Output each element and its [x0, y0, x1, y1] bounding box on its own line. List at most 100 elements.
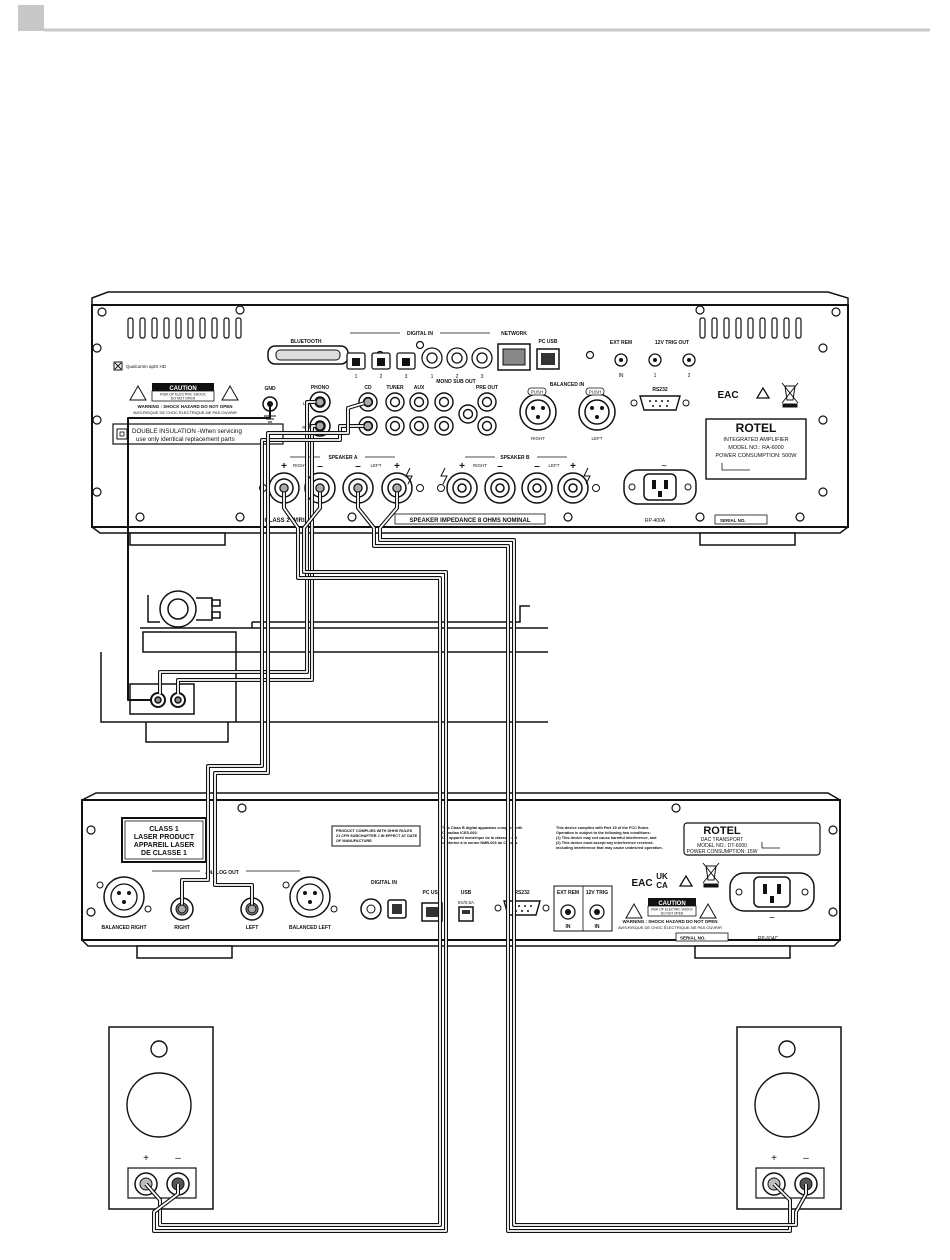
coax-in-num-2: 2: [456, 374, 459, 380]
spk-a-right-minus-sign: –: [317, 461, 323, 472]
rs232-label: RS232: [652, 387, 668, 393]
turntable: [100, 590, 548, 743]
spk-b-right-plus-sign: +: [459, 461, 465, 472]
plug-caps: [177, 397, 402, 914]
balanced-in-group: BALANCED IN PUSH PUSH RIGHT LEFT: [519, 382, 616, 441]
weee-bin-icon: [781, 382, 799, 408]
digital-in-num-3: 3: [405, 374, 408, 380]
double-insulation-line1: DOUBLE INSULATION -When servicing: [132, 428, 242, 435]
pc-usb-label: PC USB: [539, 339, 558, 345]
speaker-a-label: SPEAKER A: [329, 455, 358, 461]
amp-caution-label: CAUTION RISK OF ELECTRIC SHOCK DO NOT OP…: [129, 383, 239, 415]
network-port[interactable]: NETWORK: [497, 331, 531, 371]
transport-caution-title: CAUTION: [658, 901, 685, 907]
balanced-left-label: LEFT: [591, 436, 602, 441]
amp-power-inlet[interactable]: ~: [623, 461, 697, 505]
push-label-left: PUSH: [589, 390, 602, 395]
amp-caution-title: CAUTION: [169, 386, 196, 392]
laser-class-label: CLASS 1 LASER PRODUCT APPAREIL LASER DE …: [121, 817, 207, 863]
trig-num-2: 2: [688, 373, 691, 379]
phono-r-label: R: [302, 425, 306, 430]
amplifier-rear-panel: BLUETOOTH DIGITAL IN 1 2 3 1 2 3: [91, 291, 849, 546]
transport-pc-usb-label: PC USB: [423, 890, 442, 896]
transport-usb-a[interactable]: USB 5V/0.5A: [458, 890, 474, 922]
amp-model-code: RP-400A: [645, 518, 666, 524]
transport-weee-bin-icon: [702, 862, 720, 888]
transport-balanced-right-label: BALANCED RIGHT: [102, 925, 147, 931]
left-speaker-tweeter: [150, 1040, 168, 1058]
transport-usb-power: 5V/0.5A: [458, 900, 474, 905]
fcc-line5: including interference that may cause un…: [556, 846, 663, 850]
transport-power-inlet[interactable]: ~: [729, 872, 815, 924]
transport-usb-label: USB: [461, 890, 472, 896]
cd-cable-right: [180, 424, 368, 909]
ext-rem-in-label: IN: [619, 373, 624, 379]
ground-wire: [127, 404, 271, 701]
phono-label: PHONO: [311, 385, 329, 391]
right-speaker-minus-label: –: [803, 1153, 809, 1164]
ices-notice: This Class B digital apparatus complies …: [442, 826, 523, 845]
laser-line3: APPAREIL LASER: [134, 842, 194, 849]
bluetooth-label: BLUETOOTH: [290, 339, 321, 345]
transport-trig-in: IN: [595, 924, 600, 930]
fcc-line2: Operation is subject to the following tw…: [556, 831, 651, 835]
ukca-mark-bottom: CA: [656, 881, 668, 890]
transport-rear-panel: CLASS 1 LASER PRODUCT APPAREIL LASER DE …: [81, 792, 841, 959]
transport-label-line2: MODEL NO.: DT-6000: [697, 843, 747, 849]
fcc-line3: (1) This device may not cause harmful in…: [556, 836, 657, 840]
phono-l-label: L: [303, 401, 306, 406]
transport-ext-rem-in: IN: [566, 924, 571, 930]
ce-triangle-icon: [755, 386, 771, 399]
digital-in-group: DIGITAL IN 1 2 3 1 2 3: [346, 331, 493, 380]
coax-in-num-1: 1: [431, 374, 434, 380]
trig-out-label: 12V TRIG OUT: [655, 340, 689, 346]
analog-out-right-label: RIGHT: [174, 925, 190, 931]
transport-balanced-right-xlr[interactable]: [96, 876, 152, 918]
transport-ext-rem-label: EXT REM: [557, 890, 579, 896]
dhhs-line1: PRODUCT COMPLIES WITH DHHS RULES: [336, 829, 413, 833]
eac-mark: EAC: [717, 390, 738, 401]
spk-a-left-minus-sign: –: [355, 461, 361, 472]
transport-caution-line2: DO NOT OPEN: [661, 912, 684, 916]
amp-cert-marks: EAC: [717, 382, 799, 408]
pc-usb-port[interactable]: PC USB: [536, 339, 560, 370]
gnd-label: GND: [264, 386, 276, 392]
amp-label-line1: INTEGRATED AMPLIFIER: [723, 437, 788, 443]
amp-ac-symbol: ~: [661, 461, 667, 472]
transport-product-label: ROTEL DAC TRANSPORT MODEL NO.: DT-6000 P…: [683, 822, 821, 856]
amp-vents-right: [699, 317, 802, 339]
amp-label-line3: POWER CONSUMPTION: 500W: [716, 453, 798, 459]
phono-cable-right: [176, 424, 320, 694]
qualcomm-badge: Qualcomm aptX HD: [113, 361, 167, 371]
push-label-right: PUSH: [531, 390, 544, 395]
laser-line1: CLASS 1: [149, 826, 179, 833]
amp-caution-warning: WARNING : SHOCK HAZARD DO NOT OPEN: [138, 404, 233, 409]
balanced-in-label: BALANCED IN: [550, 382, 585, 388]
ext-rem-label: EXT REM: [610, 340, 632, 346]
right-speaker-plus-label: +: [771, 1153, 777, 1164]
cables: [127, 400, 808, 1233]
transport-balanced-left-xlr[interactable]: [282, 876, 338, 918]
right-speaker-tweeter: [778, 1040, 796, 1058]
tuner-label: TUNER: [386, 385, 404, 391]
dhhs-line2: 21 CFR SUBCHAPTER J IN EFFECT AT DATE: [336, 834, 418, 838]
ukca-mark-top: UK: [656, 872, 668, 881]
fcc-notice: This device complies with Part 15 of the…: [556, 826, 663, 850]
right-speaker-woofer: [754, 1072, 820, 1138]
rs232-port[interactable]: RS232: [630, 387, 690, 411]
spk-b-right-minus-sign: –: [497, 461, 503, 472]
speaker-b-group: SPEAKER B + – – + RIGHT LEFT: [446, 455, 589, 504]
trig-num-1: 1: [654, 373, 657, 379]
ices-line2: Canadian ICES-003.: [442, 831, 478, 835]
amp-caution-warning-fr: AVIS:RISQUE DE CHOC ÉLECTRIQUE-NE PAS OU…: [133, 410, 237, 415]
spk-b-left-minus-sign: –: [534, 461, 540, 472]
digital-in-num-2: 2: [380, 374, 383, 380]
spk-b-left-plus-sign: +: [570, 461, 576, 472]
transport-label-line3: POWER CONSUMPTION: 15W: [687, 849, 758, 855]
transport-eac-mark: EAC: [631, 878, 652, 889]
amp-screws: [92, 305, 841, 522]
ices-line1: This Class B digital apparatus complies …: [442, 826, 523, 830]
transport-model-code: RP-604C: [758, 936, 779, 942]
ices-line3: Cet appareil numérique de la classe B es…: [442, 836, 518, 840]
amp-serial-label: SERIAL NO.: [720, 518, 746, 523]
